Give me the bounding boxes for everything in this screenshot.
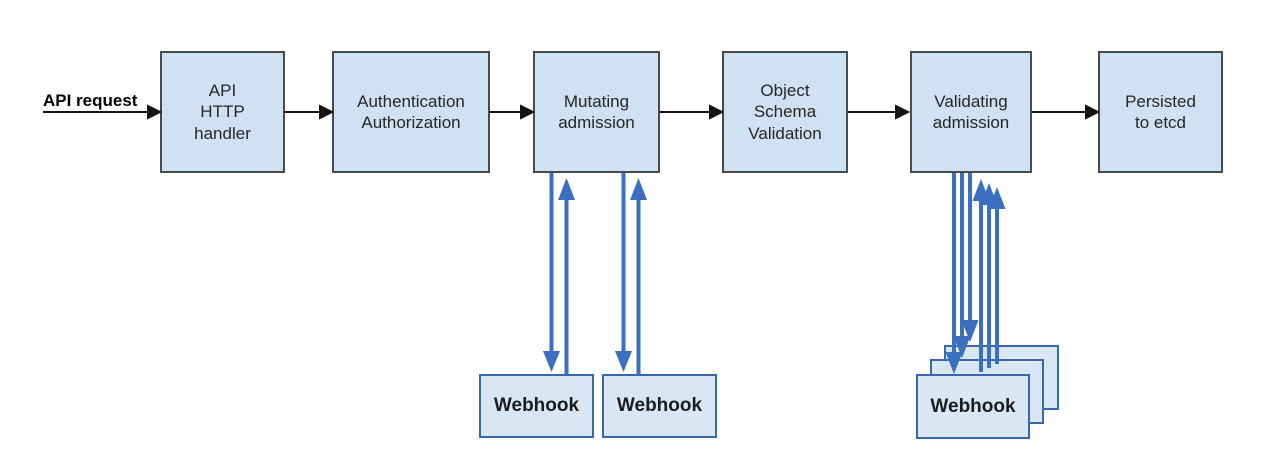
- validating-up-arrowhead-2: [980, 183, 998, 205]
- mutating-webhook-box-1: Webhook: [479, 374, 594, 438]
- validating-webhook-box-front: Webhook: [916, 374, 1030, 439]
- node-authentication-authorization: Authentication Authorization: [332, 51, 490, 173]
- flow-arrowhead-4: [895, 104, 911, 120]
- validating-webhook-arrows: [945, 173, 1006, 374]
- node-object-schema-validation: Object Schema Validation: [722, 51, 848, 173]
- validating-up-arrowhead-3: [988, 187, 1006, 209]
- node-api-http-handler: API HTTP handler: [160, 51, 285, 173]
- flow-arrowhead-request: [147, 104, 163, 120]
- flow-arrowhead-5: [1085, 104, 1101, 120]
- flow-arrowhead-1: [319, 104, 335, 120]
- mutating-webhook1-down-arrowhead: [543, 351, 560, 372]
- node-validating-admission: Validating admission: [910, 51, 1032, 173]
- mutating-webhook-arrows: [543, 173, 647, 374]
- mutating-webhook2-down-arrowhead: [615, 351, 632, 372]
- api-request-label: API request: [43, 91, 138, 110]
- validating-up-arrowhead-1: [972, 179, 990, 201]
- mutating-webhook2-up-arrowhead: [630, 178, 647, 200]
- validating-down-arrowhead-3: [961, 320, 979, 342]
- node-mutating-admission: Mutating admission: [533, 51, 660, 173]
- flow-arrowhead-3: [709, 104, 725, 120]
- mutating-webhook-box-2: Webhook: [602, 374, 717, 438]
- flow-arrowhead-2: [520, 104, 536, 120]
- mutating-webhook1-up-arrowhead: [558, 178, 575, 200]
- node-persisted-to-etcd: Persisted to etcd: [1098, 51, 1223, 173]
